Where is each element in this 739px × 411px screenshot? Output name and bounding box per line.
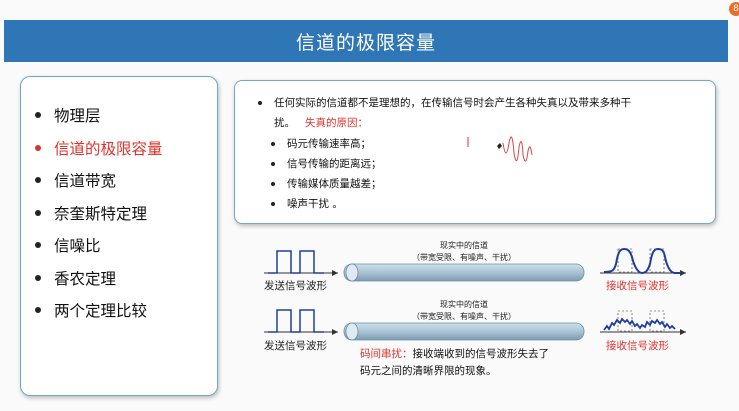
row1-channel-title: 现实中的信道 bbox=[440, 241, 488, 250]
distortion-info-box: 任何实际的信道都不是理想的，在传输信号时会产生各种失真以及带来多种干 扰。 失真… bbox=[234, 80, 716, 224]
intro-line-2: 扰。 bbox=[274, 117, 295, 129]
row2-channel-title: 现实中的信道 bbox=[440, 300, 488, 309]
bullet-icon bbox=[35, 209, 41, 216]
bullet-icon bbox=[35, 307, 41, 314]
sidebar-item-label: 物理层 bbox=[54, 107, 101, 126]
bullet-icon bbox=[35, 274, 41, 281]
crosstalk-desc-2: 码元之间的清晰界限的现象。 bbox=[360, 365, 497, 377]
intro-line-1: 任何实际的信道都不是理想的，在传输信号时会产生各种失真以及带来多种干 bbox=[274, 97, 631, 109]
sidebar-item-snr[interactable]: 信噪比 bbox=[35, 229, 217, 262]
notification-badge[interactable]: 8 bbox=[729, 2, 739, 16]
sidebar-item-physical-layer[interactable]: 物理层 bbox=[35, 99, 217, 132]
bullet-icon bbox=[35, 144, 41, 151]
row2-receive-label: 接收信号波形 bbox=[606, 340, 669, 352]
row2-channel-subtitle: （带宽受限、有噪声、干扰） bbox=[412, 312, 516, 321]
row2-send-label: 发送信号波形 bbox=[264, 340, 327, 352]
page-title: 信道的极限容量 bbox=[295, 31, 436, 54]
sidebar-item-comparison[interactable]: 两个定理比较 bbox=[35, 294, 217, 327]
bullet-icon bbox=[35, 177, 41, 184]
title-bar: 信道的极限容量 bbox=[4, 20, 728, 62]
row1-channel-subtitle: （带宽受限、有噪声、干扰） bbox=[412, 253, 516, 262]
row2-send-waveform bbox=[264, 309, 338, 335]
bullet-icon bbox=[271, 202, 275, 206]
sidebar-item-label: 信噪比 bbox=[54, 237, 101, 256]
row1-channel-pipe bbox=[343, 263, 585, 282]
bullet-icon bbox=[271, 162, 275, 166]
sidebar-item-shannon[interactable]: 香农定理 bbox=[35, 262, 217, 295]
bullet-icon bbox=[35, 242, 41, 249]
cause-title: 失真的原因： bbox=[305, 117, 368, 129]
sidebar-item-label: 两个定理比较 bbox=[54, 302, 148, 321]
sidebar-item-label: 信道的极限容量 bbox=[54, 139, 163, 158]
bullet-icon bbox=[258, 101, 262, 105]
bullet-icon bbox=[271, 182, 275, 186]
sidebar-item-label: 香农定理 bbox=[54, 269, 117, 288]
row1-receive-waveform bbox=[600, 247, 686, 276]
bullet-icon bbox=[35, 112, 41, 119]
sidebar-item-nyquist[interactable]: 奈奎斯特定理 bbox=[35, 197, 217, 230]
crosstalk-term: 码间串扰： bbox=[360, 348, 413, 360]
bullet-icon bbox=[271, 142, 275, 146]
pen-scribble-icon bbox=[467, 136, 533, 162]
crosstalk-definition: 码间串扰：接收端收到的信号波形失去了 码元之间的清晰界限的现象。 bbox=[360, 346, 549, 380]
row1-receive-label: 接收信号波形 bbox=[606, 280, 669, 292]
sidebar-item-bandwidth[interactable]: 信道带宽 bbox=[35, 164, 217, 197]
row2-receive-waveform bbox=[600, 310, 686, 335]
row2-channel-pipe bbox=[343, 322, 585, 341]
sidebar-item-channel-capacity[interactable]: 信道的极限容量 bbox=[35, 132, 217, 165]
sidebar-item-label: 奈奎斯特定理 bbox=[54, 204, 148, 223]
row1-send-waveform bbox=[264, 250, 338, 276]
crosstalk-desc-1: 接收端收到的信号波形失去了 bbox=[412, 348, 550, 360]
row1-send-label: 发送信号波形 bbox=[264, 280, 327, 292]
sidebar-topic-list: 物理层 信道的极限容量 信道带宽 奈奎斯特定理 信噪比 香农定理 两个定理比较 bbox=[20, 76, 218, 396]
sidebar-item-label: 信道带宽 bbox=[54, 172, 117, 191]
